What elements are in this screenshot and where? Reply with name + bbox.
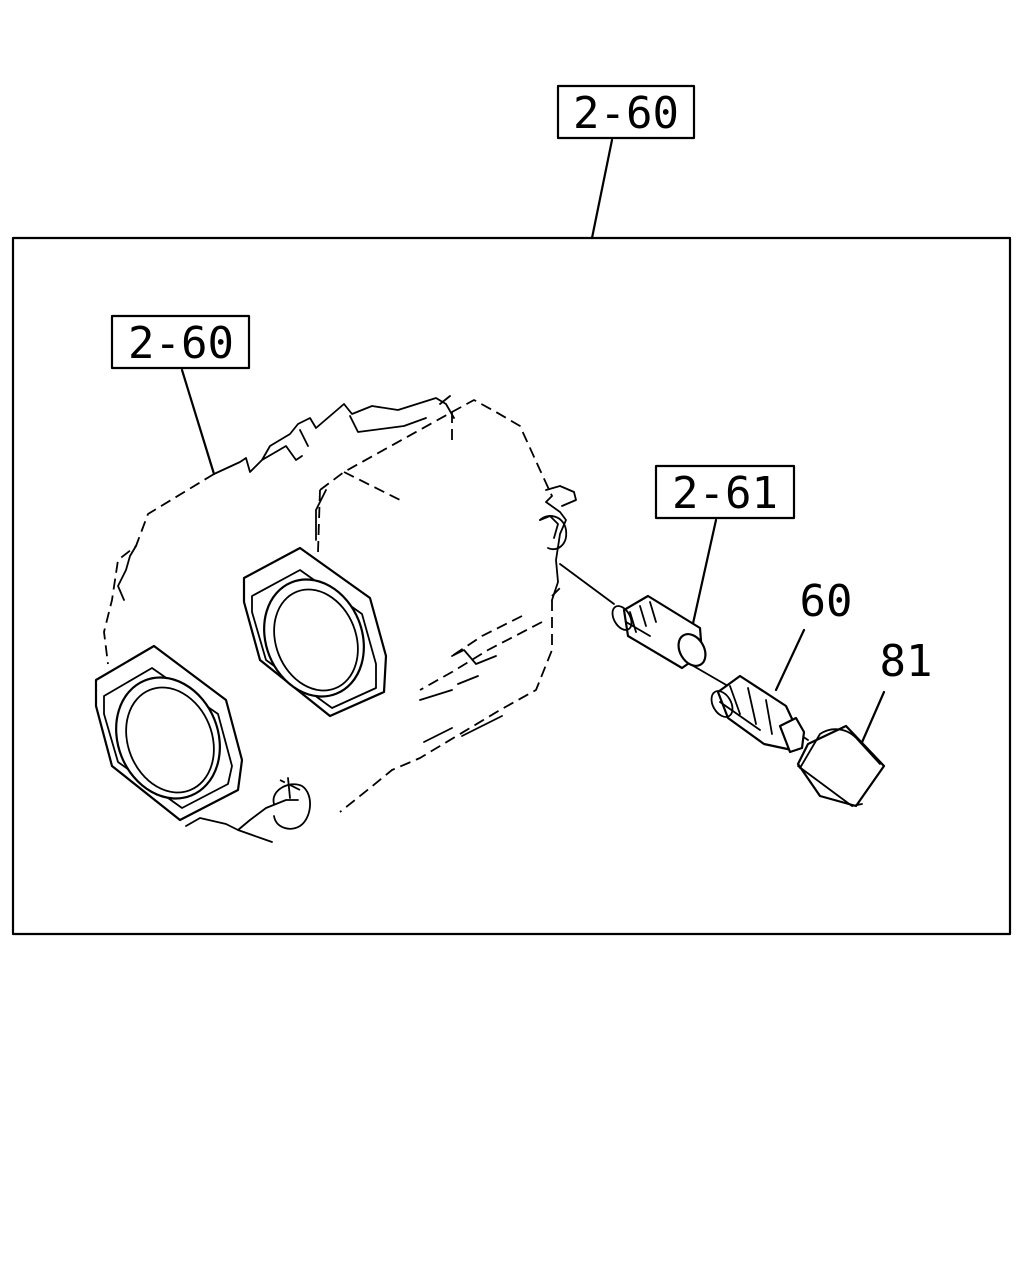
gear-reference-label: 2-61 bbox=[672, 468, 778, 519]
housing-reference-label: 2-60 bbox=[128, 318, 234, 369]
housing-reference-box bbox=[110, 314, 251, 370]
top-reference-label: 2-60 bbox=[573, 88, 679, 139]
housing-reference-leader bbox=[180, 368, 216, 476]
assembly-frame bbox=[11, 236, 1012, 936]
part-60-leader bbox=[774, 628, 806, 692]
right-flange bbox=[242, 546, 388, 718]
part-60-label: 60 bbox=[800, 576, 853, 627]
speed-sensor-part[interactable] bbox=[707, 674, 806, 754]
top-reference-callout[interactable]: 2-60 bbox=[556, 84, 696, 240]
dust-cap-part[interactable] bbox=[796, 724, 886, 808]
part-81-callout[interactable]: 81 bbox=[854, 636, 933, 758]
driven-gear-part[interactable] bbox=[609, 594, 711, 671]
housing-boss bbox=[539, 515, 568, 551]
left-flange bbox=[94, 644, 244, 822]
axis-line-sensor bbox=[689, 663, 729, 687]
housing-reference-callout[interactable]: 2-60 bbox=[110, 314, 251, 476]
axis-line-housing bbox=[559, 563, 615, 605]
gear-reference-callout[interactable]: 2-61 bbox=[654, 464, 796, 630]
part-81-label: 81 bbox=[880, 636, 933, 687]
part-60-callout[interactable]: 60 bbox=[774, 576, 853, 692]
top-reference-leader bbox=[590, 138, 614, 240]
housing-lower-boss bbox=[272, 783, 311, 830]
housing-outline-dashed bbox=[103, 399, 561, 813]
transmission-housing[interactable] bbox=[94, 395, 577, 843]
gear-reference-leader bbox=[690, 518, 718, 630]
gear-reference-box bbox=[654, 464, 796, 520]
housing-outline-solid bbox=[117, 395, 577, 843]
top-reference-box bbox=[556, 84, 696, 140]
